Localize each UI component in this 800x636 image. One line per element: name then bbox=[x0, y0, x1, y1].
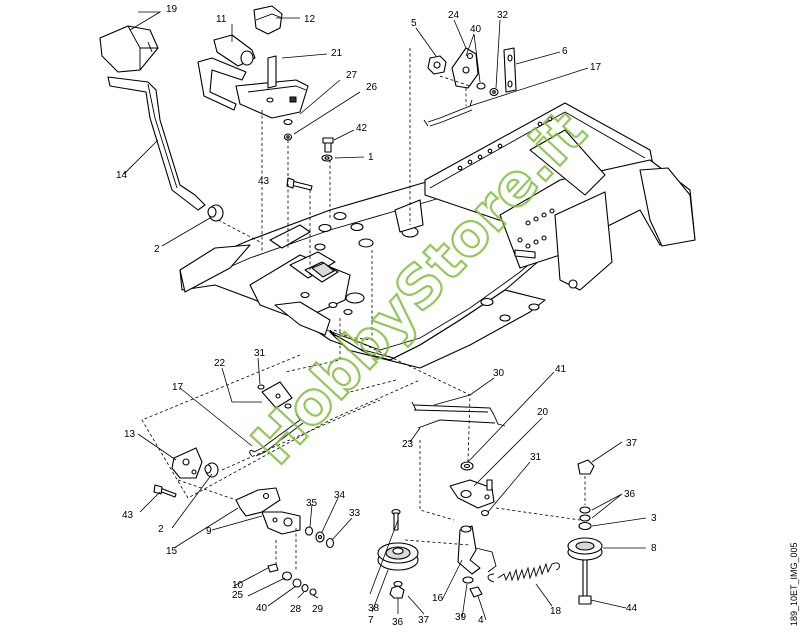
washer-31-left bbox=[257, 384, 292, 409]
callout-4: 4 bbox=[478, 615, 484, 626]
bolt-44 bbox=[578, 559, 592, 605]
callout-5: 5 bbox=[411, 18, 417, 29]
callout-41: 41 bbox=[555, 364, 567, 375]
lever-15-9 bbox=[235, 487, 301, 535]
spring-rod-17 bbox=[249, 413, 304, 457]
bushing-2-top bbox=[207, 204, 224, 222]
chassis-frame bbox=[179, 102, 696, 369]
washers-36-3 bbox=[578, 506, 592, 531]
callout-33: 33 bbox=[349, 508, 361, 519]
washer-41 bbox=[460, 461, 474, 471]
callout-19: 19 bbox=[166, 4, 178, 15]
callout-1: 1 bbox=[368, 152, 374, 163]
callout-34: 34 bbox=[334, 490, 346, 501]
washer-39-4 bbox=[462, 576, 483, 598]
bracket-24 bbox=[451, 47, 479, 89]
bracket-22 bbox=[261, 381, 293, 409]
bolt-43-top bbox=[286, 177, 313, 191]
callout-31b: 31 bbox=[530, 452, 542, 463]
callout-9: 9 bbox=[206, 526, 212, 537]
washers-27-26 bbox=[283, 118, 293, 141]
callout-20: 20 bbox=[537, 407, 549, 418]
nut-36-37-bottom bbox=[389, 580, 405, 599]
callout-29: 29 bbox=[312, 604, 324, 615]
callout-36a: 36 bbox=[624, 489, 636, 500]
bushing-2-bottom bbox=[204, 462, 219, 478]
handle-21 bbox=[197, 55, 309, 119]
callout-2b: 2 bbox=[158, 524, 164, 535]
rod-17-top bbox=[423, 99, 473, 127]
bracket-20 bbox=[449, 479, 495, 509]
pulley-7 bbox=[377, 542, 419, 571]
callout-30: 30 bbox=[493, 368, 505, 379]
bolt-43-bottom bbox=[153, 484, 177, 498]
callout-43b: 43 bbox=[122, 510, 134, 521]
callout-35: 35 bbox=[306, 498, 318, 509]
callout-17b: 17 bbox=[172, 382, 184, 393]
callout-26: 26 bbox=[366, 82, 378, 93]
washer-31-right bbox=[480, 509, 490, 517]
callout-31a: 31 bbox=[254, 348, 266, 359]
callout-23: 23 bbox=[402, 439, 414, 450]
spring-18 bbox=[487, 562, 560, 583]
callout-14: 14 bbox=[116, 170, 128, 181]
image-code-label: 189_10ET_IMG_005 bbox=[789, 542, 799, 626]
callout-2a: 2 bbox=[154, 244, 160, 255]
arm-13 bbox=[171, 447, 203, 479]
callout-42: 42 bbox=[356, 123, 368, 134]
callout-15: 15 bbox=[166, 546, 178, 557]
callout-6: 6 bbox=[562, 46, 568, 57]
callout-12: 12 bbox=[304, 14, 316, 25]
washers-35-34-33 bbox=[304, 526, 335, 549]
callout-36b: 36 bbox=[392, 617, 404, 628]
leader-lines bbox=[123, 11, 647, 621]
link-6 bbox=[503, 47, 517, 93]
pedal-pad-19 bbox=[99, 25, 159, 73]
callout-37a: 37 bbox=[626, 438, 638, 449]
callout-16: 16 bbox=[432, 593, 444, 604]
callout-25: 25 bbox=[232, 590, 244, 601]
knob-12 bbox=[253, 5, 283, 35]
washer-1 bbox=[321, 154, 333, 162]
lever-arm-14 bbox=[107, 76, 206, 211]
callout-44: 44 bbox=[626, 603, 638, 614]
callout-27: 27 bbox=[346, 70, 358, 81]
callout-13: 13 bbox=[124, 429, 136, 440]
pulley-8 bbox=[567, 537, 603, 561]
rod-30-23 bbox=[411, 401, 506, 429]
callout-28: 28 bbox=[290, 604, 302, 615]
screw-42 bbox=[322, 137, 334, 153]
callout-8: 8 bbox=[651, 543, 657, 554]
callout-40b: 40 bbox=[256, 603, 268, 614]
washers-40-32 bbox=[476, 82, 499, 97]
pin-10-25 bbox=[267, 563, 293, 581]
callout-17a: 17 bbox=[590, 62, 602, 73]
callout-24: 24 bbox=[448, 10, 460, 21]
bolt-38 bbox=[391, 508, 401, 531]
callout-11: 11 bbox=[216, 14, 227, 25]
frame-holes bbox=[300, 116, 555, 322]
callout-22: 22 bbox=[214, 358, 226, 369]
callout-32: 32 bbox=[497, 10, 509, 21]
callout-21: 21 bbox=[331, 48, 343, 59]
callout-3: 3 bbox=[651, 513, 657, 524]
callout-10: 10 bbox=[232, 580, 244, 591]
grip-11 bbox=[213, 34, 256, 67]
washers-40-28-29-bottom bbox=[292, 578, 317, 596]
callout-37b: 37 bbox=[418, 615, 430, 626]
callout-38: 38 bbox=[368, 603, 380, 614]
nut-5 bbox=[427, 55, 447, 75]
callout-7: 7 bbox=[368, 615, 374, 626]
callout-43a: 43 bbox=[258, 176, 270, 187]
idler-arm-16 bbox=[457, 525, 497, 575]
callout-40a: 40 bbox=[470, 24, 482, 35]
callout-18: 18 bbox=[550, 606, 562, 617]
callout-39: 39 bbox=[455, 612, 467, 623]
cap-37 bbox=[577, 459, 595, 475]
